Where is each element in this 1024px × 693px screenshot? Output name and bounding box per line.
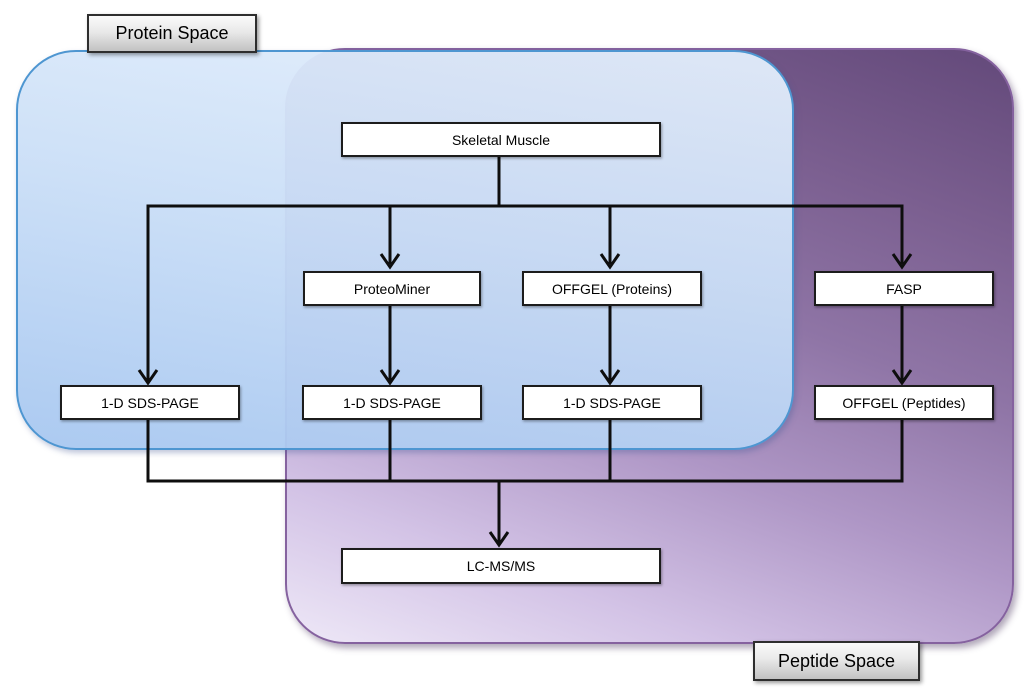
line-branch-bar xyxy=(146,204,904,381)
protein-space-label: Protein Space xyxy=(87,14,257,53)
node-offgel-proteins: OFFGEL (Proteins) xyxy=(522,271,702,306)
node-proteominer: ProteoMiner xyxy=(303,271,481,306)
peptide-space-label: Peptide Space xyxy=(753,641,920,681)
arrowhead-offgel-proteins xyxy=(599,253,621,270)
protein-space-region xyxy=(16,50,794,450)
node-sds-page-left: 1-D SDS-PAGE xyxy=(60,385,240,420)
arrowhead-fasp xyxy=(891,253,913,270)
line-collection-bar xyxy=(146,417,904,483)
arrowhead-offgel-peptides xyxy=(891,369,913,386)
node-skeletal-muscle: Skeletal Muscle xyxy=(341,122,661,157)
arrowhead-proteominer xyxy=(379,253,401,270)
arrowhead-sds-left xyxy=(137,369,159,386)
node-fasp: FASP xyxy=(814,271,994,306)
node-sds-page-right: 1-D SDS-PAGE xyxy=(522,385,702,420)
arrowhead-sds-mid xyxy=(379,369,401,386)
arrowheads xyxy=(137,253,913,548)
node-sds-page-mid: 1-D SDS-PAGE xyxy=(302,385,482,420)
arrowhead-lcmsms xyxy=(488,531,510,548)
node-offgel-peptides: OFFGEL (Peptides) xyxy=(814,385,994,420)
connector-lines xyxy=(146,153,904,543)
arrowhead-sds-right xyxy=(599,369,621,386)
node-lc-msms: LC-MS/MS xyxy=(341,548,661,584)
